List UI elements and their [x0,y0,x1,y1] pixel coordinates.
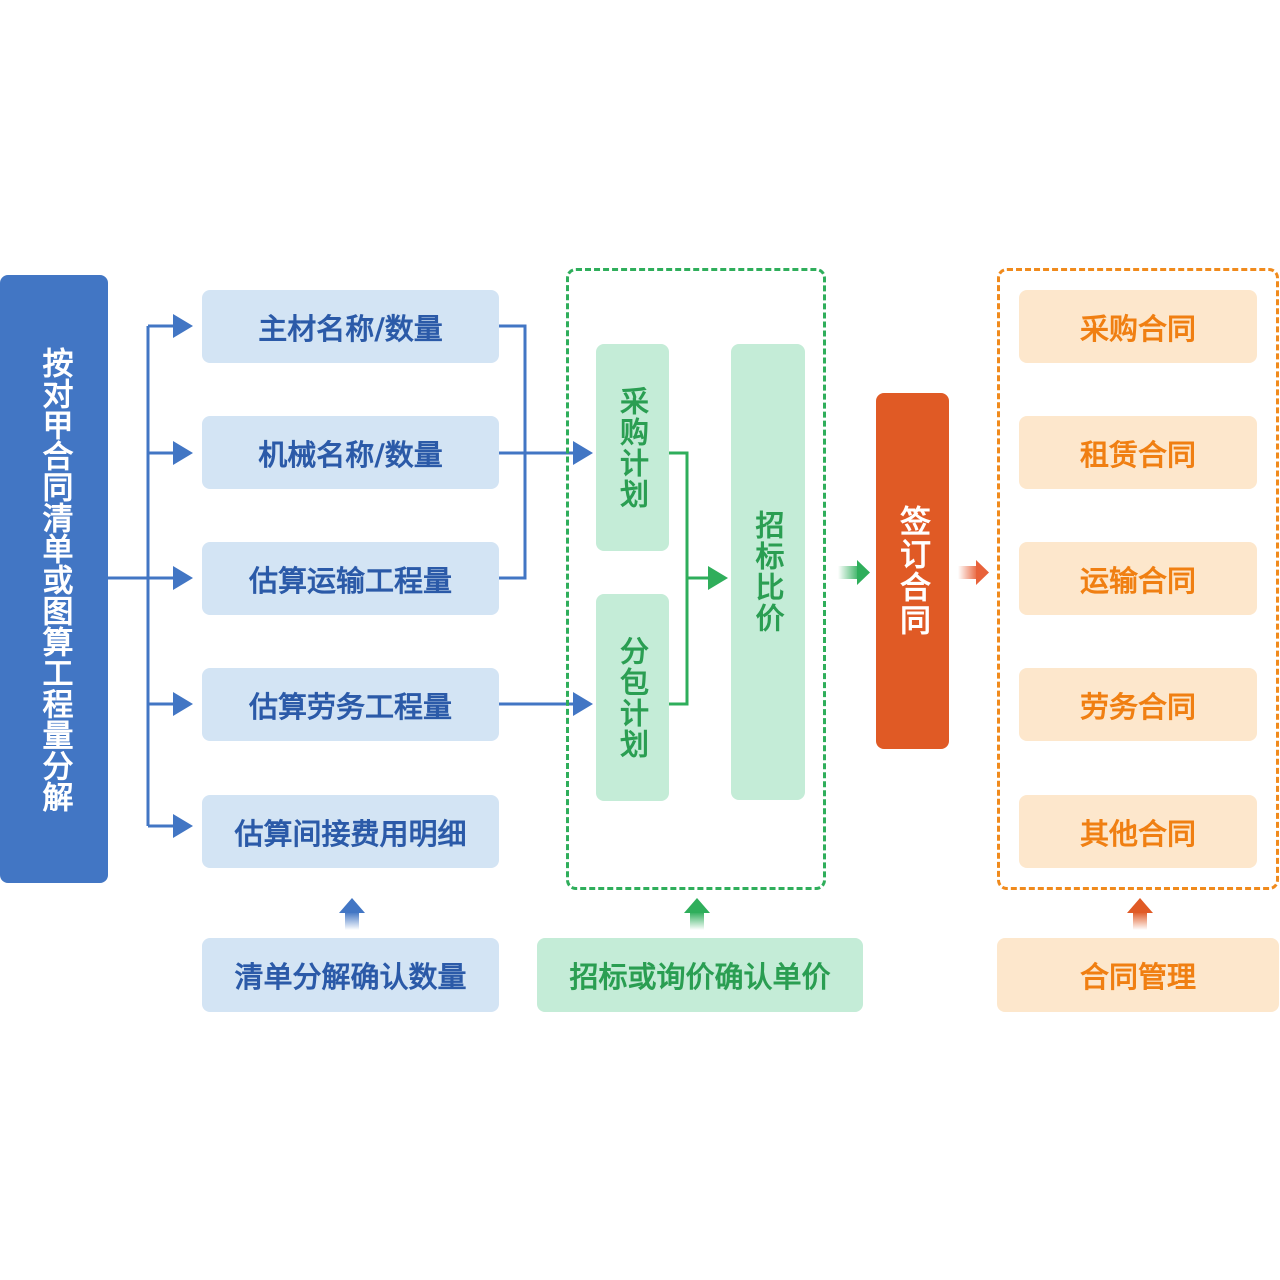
plans-to-bid-connector [669,451,710,706]
source-branch-connector [108,324,176,828]
arrow-right-icon [573,692,593,716]
purchase-plan-box: 采购计划 [596,344,669,551]
contract-label: 租赁合同 [1079,437,1196,472]
quantity-item-main-materials: 主材名称/数量 [202,290,499,363]
contract-other: 其他合同 [1019,795,1257,868]
price-up-arrow-icon [684,898,710,930]
quantity-item-label: 估算运输工程量 [248,563,452,598]
bid-to-sign-arrow-icon [838,560,870,585]
arrow-right-icon [173,692,193,716]
materials-to-purchase-connector [499,324,576,706]
quantity-item-label: 估算间接费用明细 [234,816,467,851]
contract-label: 运输合同 [1079,563,1196,598]
sign-to-contracts-arrow-icon [958,560,989,585]
quantity-up-arrow-icon [339,898,365,930]
arrow-right-icon [173,814,193,838]
planning-group-container [566,268,826,890]
branch-arrowheads [173,314,193,838]
quantity-item-label: 机械名称/数量 [258,437,443,472]
quantity-item-transport: 估算运输工程量 [202,542,499,615]
contract-label: 劳务合同 [1079,689,1196,724]
contract-lease: 租赁合同 [1019,416,1257,489]
contracts-group-container [997,268,1279,890]
source-decomposition-box: 按对甲合同清单或图算工程量分解 [0,275,108,883]
stage-label: 清单分解确认数量 [234,960,467,994]
quantity-item-label: 主材名称/数量 [258,311,443,346]
stage-label: 招标或询价确认单价 [569,960,831,994]
quantity-item-label: 估算劳务工程量 [248,689,452,724]
contract-label: 采购合同 [1079,311,1196,346]
arrow-right-icon [708,566,728,590]
bid-compare-box: 招标比价 [731,344,805,800]
arrow-right-icon [173,566,193,590]
arrow-right-icon [573,441,593,465]
contract-purchase: 采购合同 [1019,290,1257,363]
subcontract-plan-box: 分包计划 [596,594,669,801]
stage-contract-management: 合同管理 [997,938,1279,1012]
bid-compare-label: 招标比价 [751,510,785,634]
subcontract-plan-label: 分包计划 [615,635,650,760]
source-label: 按对甲合同清单或图算工程量分解 [36,346,73,812]
stage-price-confirm: 招标或询价确认单价 [537,938,863,1012]
purchase-plan-label: 采购计划 [615,385,650,510]
arrow-right-icon [173,441,193,465]
contract-transport: 运输合同 [1019,542,1257,615]
stage-quantity-confirm: 清单分解确认数量 [202,938,499,1012]
contract-mgmt-up-arrow-icon [1127,898,1153,930]
contract-label: 其他合同 [1079,816,1196,851]
sign-contract-box: 签订合同 [876,393,949,749]
contract-labor: 劳务合同 [1019,668,1257,741]
quantity-item-indirect-costs: 估算间接费用明细 [202,795,499,868]
stage-label: 合同管理 [1079,960,1196,994]
arrow-right-icon [173,314,193,338]
quantity-item-machinery: 机械名称/数量 [202,416,499,489]
quantity-item-labor: 估算劳务工程量 [202,668,499,741]
sign-contract-label: 签订合同 [894,505,930,637]
